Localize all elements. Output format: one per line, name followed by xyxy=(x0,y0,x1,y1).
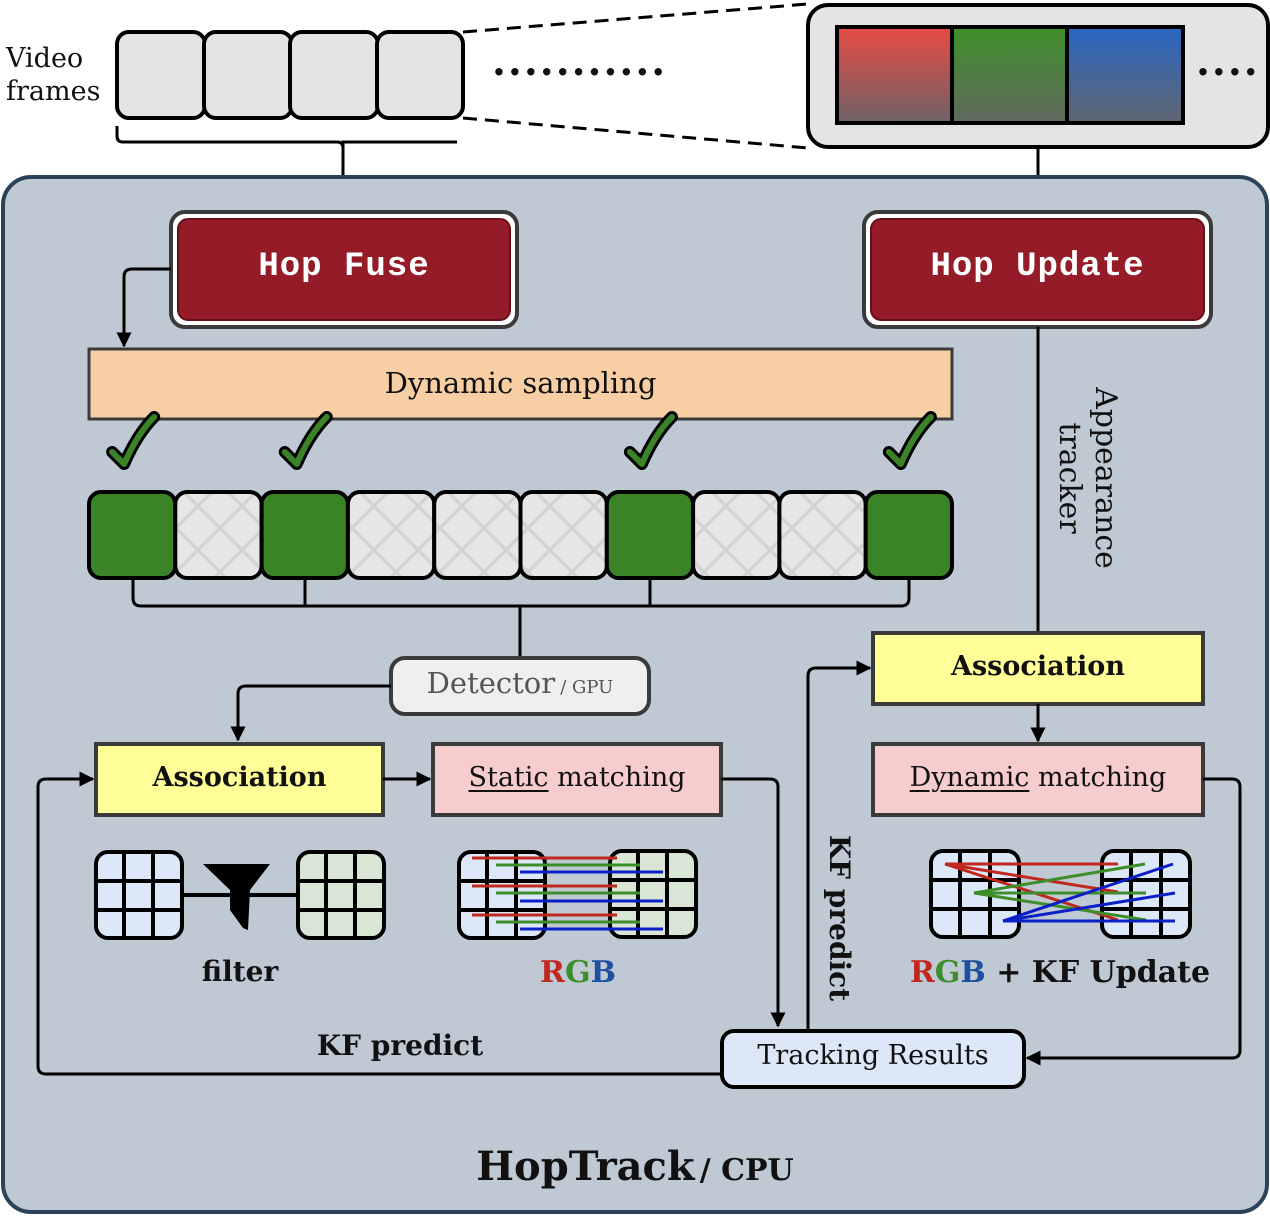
checkmark-icon xyxy=(109,414,158,467)
kf-predict-arrow-left xyxy=(36,771,722,1076)
hop-update-label: Hop Update xyxy=(930,248,1145,286)
detector-gpu-suffix: / GPU xyxy=(560,677,614,698)
kf-predict-left-label: KF predict xyxy=(316,1029,484,1062)
dynamic-sampling-box xyxy=(87,347,954,421)
appearance-label-line2: tracker xyxy=(1052,422,1087,534)
grid-icon xyxy=(94,850,184,940)
appearance-label-line1: Appearance xyxy=(1088,387,1123,569)
static-emph: Static xyxy=(468,762,549,793)
sampled-frame-selected xyxy=(863,490,955,580)
video-frame xyxy=(115,30,207,120)
tracking-results-label: Tracking Results xyxy=(757,1040,989,1071)
sampled-frame-selected xyxy=(259,490,350,580)
video-label-line2: frames xyxy=(6,76,101,107)
kf-predict-arrow-right xyxy=(806,660,872,1030)
tracking-results-box xyxy=(720,1029,1026,1089)
rgb-b: B xyxy=(960,955,986,990)
checkmark-icon xyxy=(885,414,934,467)
filter-illustration xyxy=(94,850,386,940)
detector-text: Detector xyxy=(426,666,556,700)
hop-fuse-box xyxy=(177,218,511,321)
hop-fuse-label: Hop Fuse xyxy=(258,248,430,286)
left-association-box xyxy=(94,742,385,817)
static-matching-box xyxy=(431,742,723,817)
static-rgb-caption: RGB xyxy=(478,955,678,990)
kf-update-text: + KF Update xyxy=(985,955,1211,990)
appearance-tracker-label: Appearance tracker xyxy=(1048,373,1128,583)
checkmark-icon xyxy=(281,414,330,467)
system-title: HopTrack xyxy=(476,1143,695,1190)
sampled-frame-skipped xyxy=(518,490,609,580)
sampled-frames xyxy=(87,411,955,580)
blue-channel xyxy=(1065,25,1185,125)
dynamic-matching-box xyxy=(871,742,1205,817)
sampled-frame-skipped xyxy=(691,490,782,580)
kf-predict-right-label: KF predict xyxy=(818,828,858,1008)
dynamic-emph: Dynamic xyxy=(909,762,1030,793)
arrow-to-tracking-results xyxy=(721,777,786,1028)
frames-ellipsis: ........... xyxy=(492,38,668,85)
sampled-frame-selected xyxy=(87,490,178,580)
checkmark-icon xyxy=(626,414,675,467)
grid-icon xyxy=(296,850,386,940)
arrow-to-left-association xyxy=(230,684,391,742)
kf-predict-right-text: KF predict xyxy=(823,834,856,1002)
rgb-g: G xyxy=(564,955,591,990)
sampled-frame-selected xyxy=(604,490,696,580)
sampled-frame-skipped xyxy=(777,490,868,580)
rgb-b: B xyxy=(590,955,616,990)
video-frame xyxy=(375,30,465,120)
filter-caption: filter xyxy=(201,955,279,988)
dynamic-matching-label: Dynamic matching xyxy=(873,762,1203,793)
system-cpu-suffix: / CPU xyxy=(699,1153,794,1188)
funnel-icon xyxy=(203,864,270,930)
red-channel xyxy=(835,25,954,125)
zoom-line-top xyxy=(462,2,809,34)
green-channel xyxy=(950,25,1069,125)
video-frame xyxy=(288,30,380,120)
video-label-line1: Video xyxy=(6,43,84,74)
sampled-frame-skipped xyxy=(345,490,437,580)
video-frame xyxy=(202,30,294,120)
sampled-frame-skipped xyxy=(173,490,264,580)
zoom-line-bottom xyxy=(462,116,809,150)
hop-update-box xyxy=(870,218,1205,321)
detector-label: Detector / GPU xyxy=(391,666,649,700)
arrow-to-sampling xyxy=(116,267,171,348)
channels-ellipsis: .... xyxy=(1196,38,1260,85)
static-rest: matching xyxy=(548,762,686,793)
sampled-frame-skipped xyxy=(432,490,523,580)
left-association-label: Association xyxy=(152,762,327,793)
video-frames-strip xyxy=(115,30,465,120)
static-matching-label: Static matching xyxy=(433,762,721,793)
video-frames-label: Video frames xyxy=(6,42,100,108)
rgb-r: R xyxy=(540,955,565,990)
right-association-label: Association xyxy=(951,651,1125,682)
dynamic-rgb-caption: RGB + KF Update xyxy=(900,955,1220,990)
dynamic-matching-illustration xyxy=(929,849,1192,939)
rgb-r: R xyxy=(909,955,935,990)
static-matching-illustration xyxy=(457,849,698,940)
rgb-g: G xyxy=(934,955,961,990)
arrow-dynamic-to-results xyxy=(1025,777,1242,1066)
hoptrack-title: HopTrack / CPU xyxy=(420,1143,850,1190)
frames-bracket xyxy=(115,126,457,149)
dynamic-rest: matching xyxy=(1029,762,1167,793)
dynamic-sampling-label: Dynamic sampling xyxy=(384,366,657,400)
